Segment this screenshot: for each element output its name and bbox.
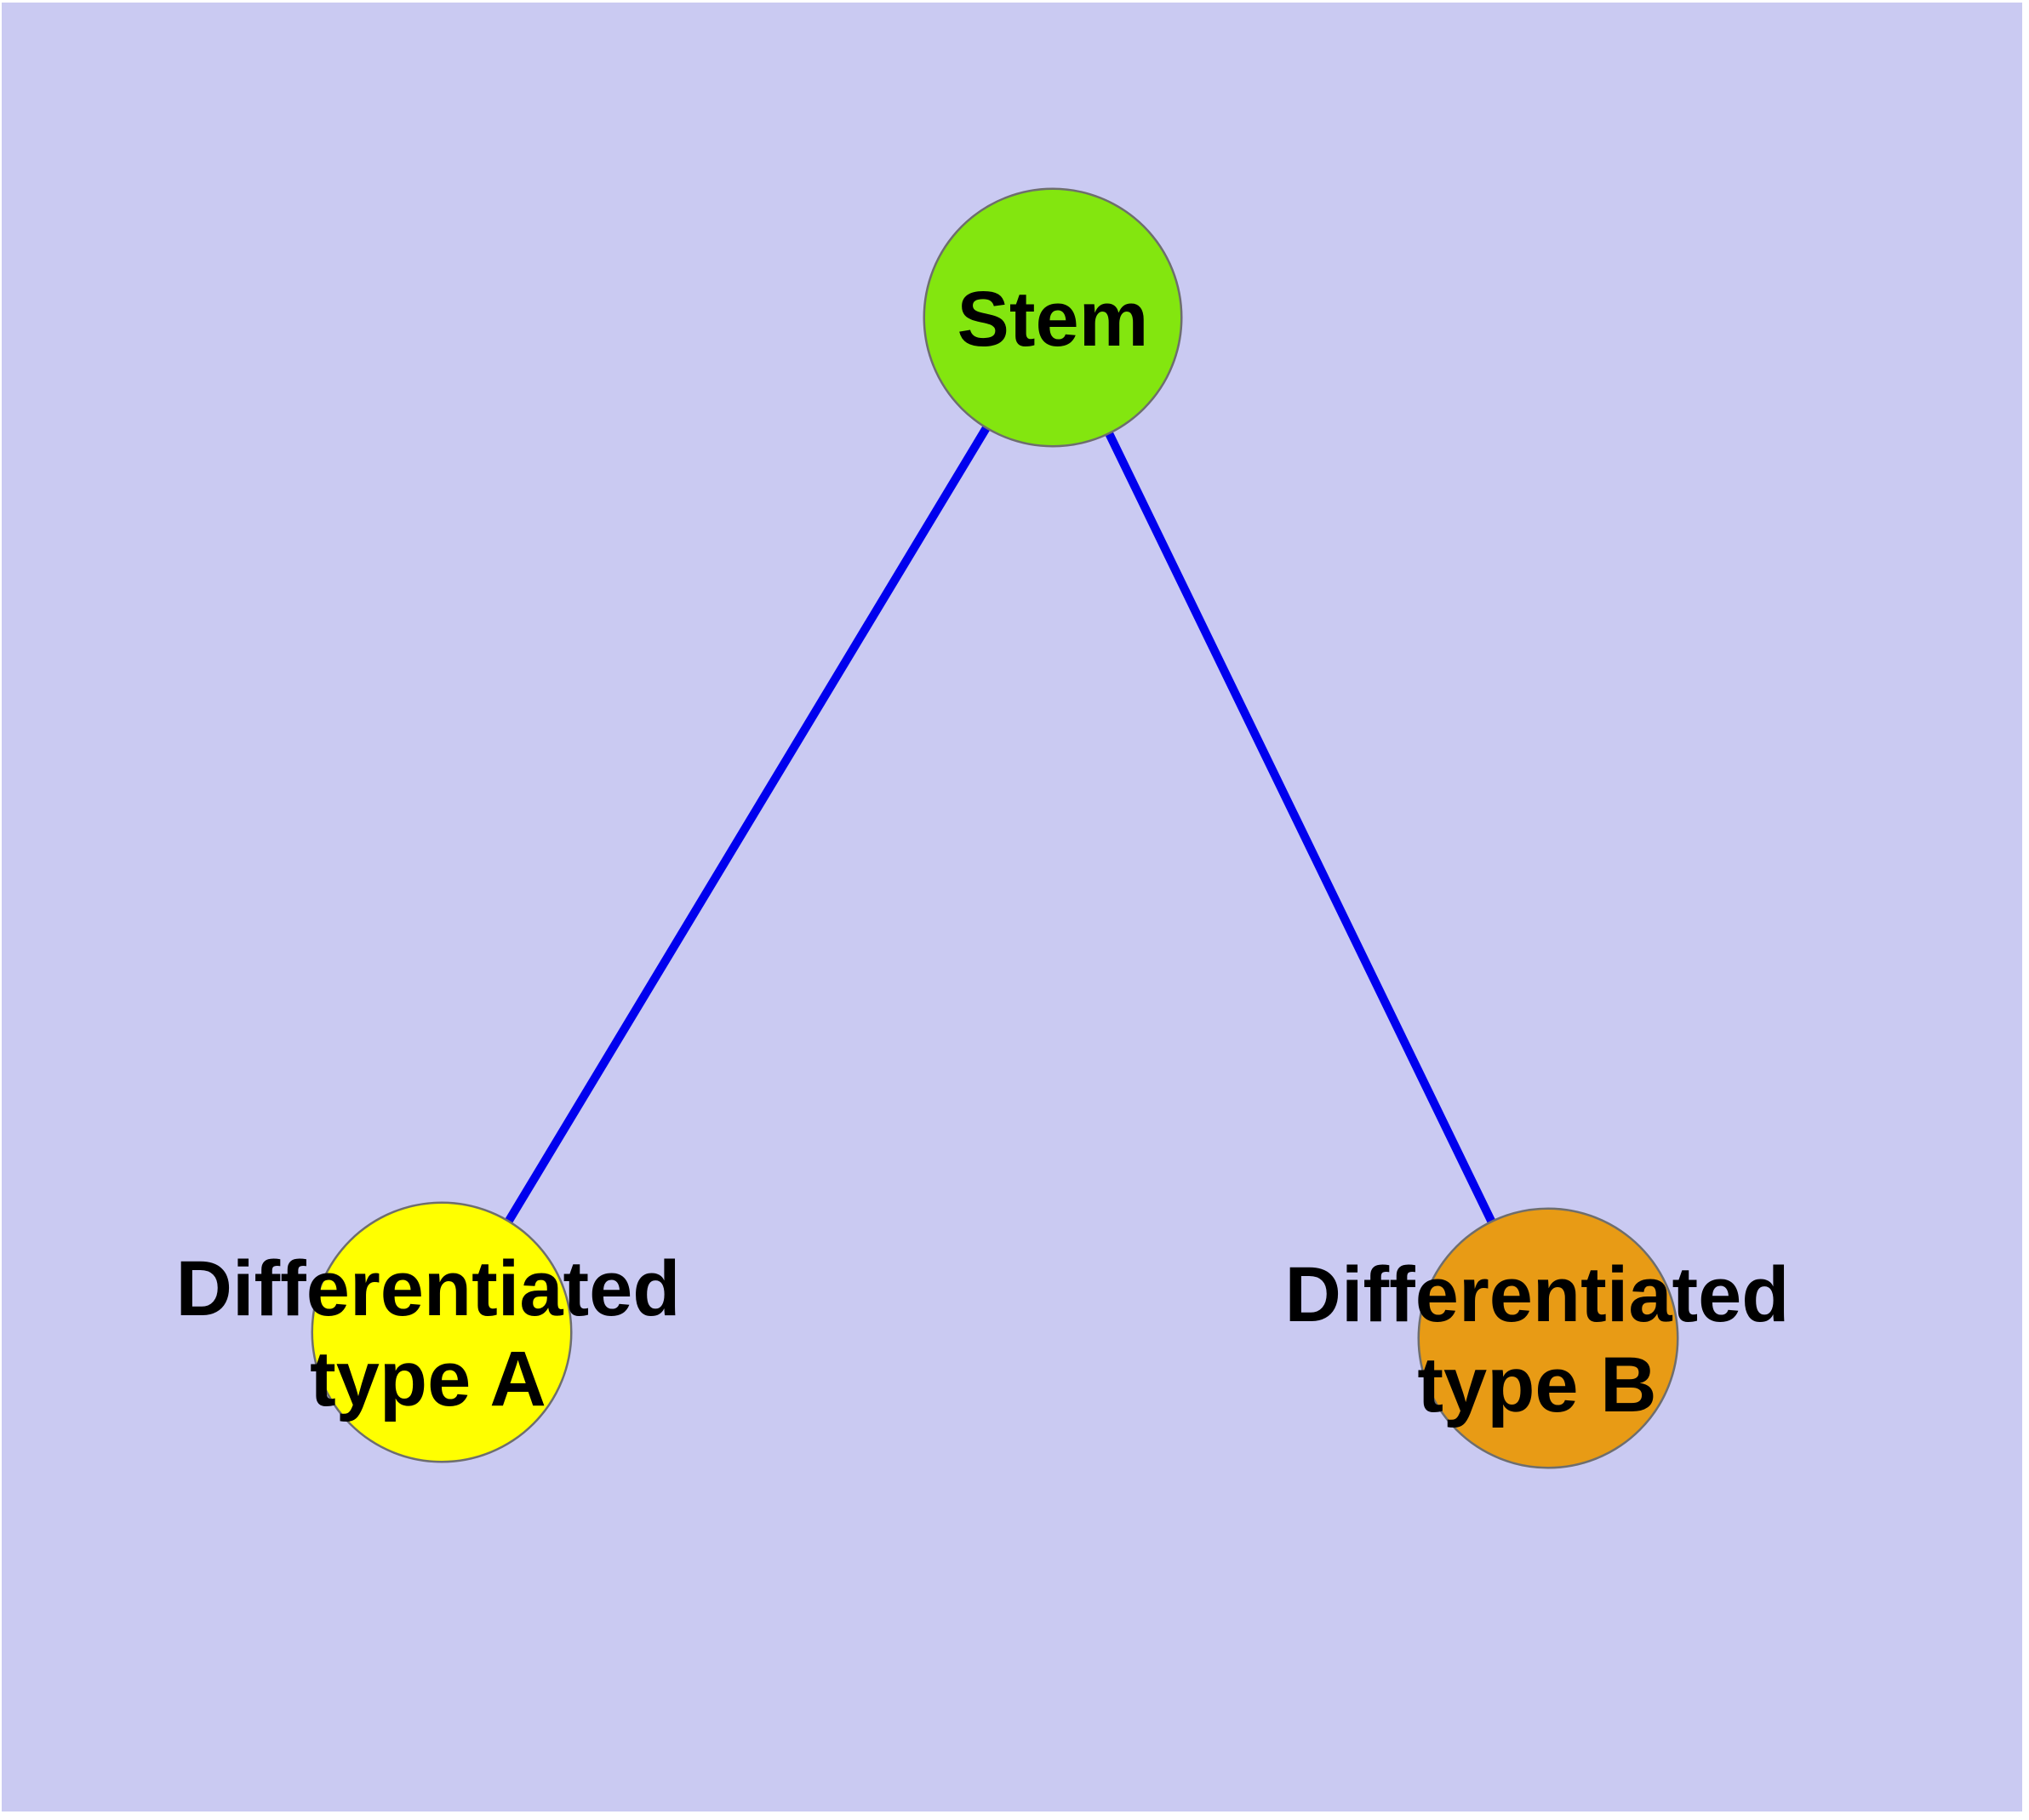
edges bbox=[437, 315, 1552, 1341]
node-stem-circle bbox=[923, 187, 1183, 448]
node-stem-label: Stem bbox=[957, 276, 1149, 363]
node-stem: Stem bbox=[923, 187, 1183, 448]
edge-stem-type-a bbox=[437, 315, 1057, 1335]
edge-stem-type-b bbox=[1049, 315, 1552, 1341]
node-type-a-circle bbox=[311, 1201, 573, 1463]
node-type-b-circle bbox=[1417, 1207, 1679, 1469]
